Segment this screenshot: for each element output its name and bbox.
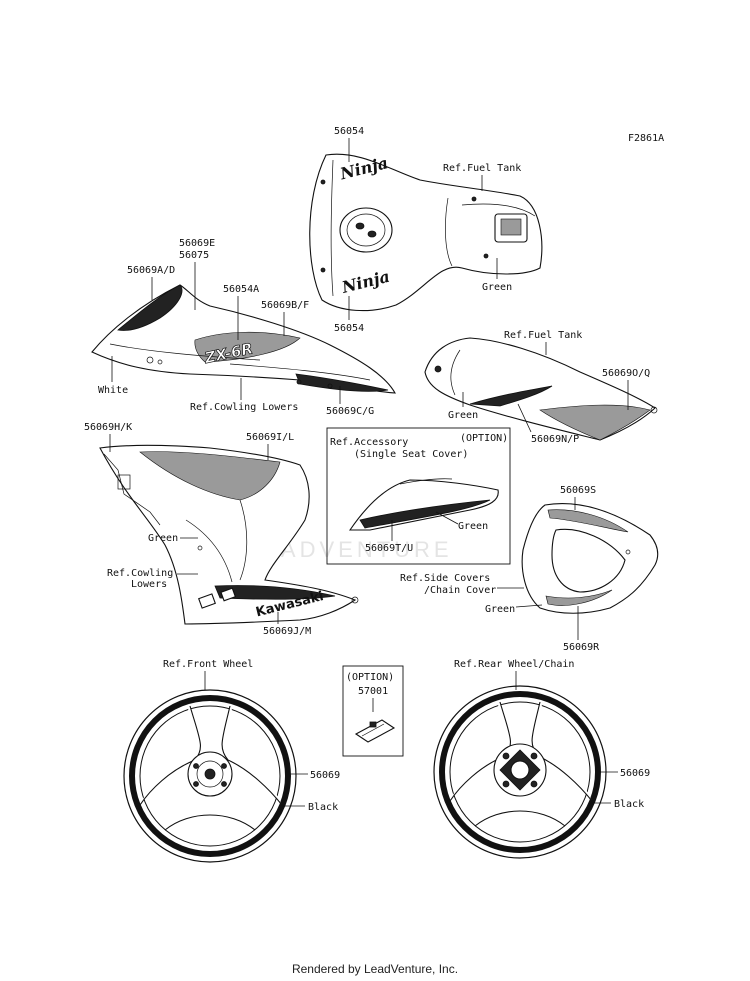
label-57001: 57001 <box>358 686 388 697</box>
label-56069np: 56069N/P <box>531 434 579 445</box>
label-56069il: 56069I/L <box>246 432 294 443</box>
label-green-tank: Green <box>482 282 512 293</box>
label-56069oq: 56069O/Q <box>602 368 650 379</box>
label-56069cg: 56069C/G <box>326 406 374 417</box>
rear-wheel-illustration <box>433 685 607 859</box>
label-56069bf: 56069B/F <box>261 300 309 311</box>
label-56069jm: 56069J/M <box>263 626 311 637</box>
label-56069s: 56069S <box>560 485 596 496</box>
label-green-seat: Green <box>458 521 488 532</box>
label-green-tank2: Green <box>448 410 478 421</box>
label-56069r: 56069R <box>563 642 600 653</box>
label-56069hk: 56069H/K <box>84 422 132 433</box>
label-single-seat-cover: (Single Seat Cover) <box>354 449 468 460</box>
label-56075: 56075 <box>179 250 209 261</box>
label-black-front: Black <box>308 802 338 813</box>
label-ref-fuel-tank-2: Ref.Fuel Tank <box>504 330 582 341</box>
label-56054-top: 56054 <box>334 126 364 137</box>
label-white: White <box>98 385 128 396</box>
label-ref-cowling-lowers-2b: Lowers <box>131 579 167 590</box>
seat-cover-illustration <box>348 478 499 531</box>
fuel-tank-illustration: Ninja Ninja <box>309 153 543 312</box>
label-56069ad: 56069A/D <box>127 265 175 276</box>
figure-code: F2861A <box>628 133 664 144</box>
label-ref-front-wheel: Ref.Front Wheel <box>163 659 253 670</box>
label-56069tu: 56069T/U <box>365 543 413 554</box>
label-ref-cowling-lowers-1: Ref.Cowling Lowers <box>190 402 298 413</box>
tool-57001-illustration <box>354 719 396 743</box>
footer-credit: Rendered by LeadVenture, Inc. <box>291 962 459 976</box>
label-black-rear: Black <box>614 799 644 810</box>
label-green-side: Green <box>485 604 515 615</box>
label-56069-rear: 56069 <box>620 768 650 779</box>
label-56054-bottom: 56054 <box>334 323 364 334</box>
front-wheel-illustration <box>123 689 297 863</box>
seat-cowl-illustration <box>521 503 659 614</box>
tank-side-illustration <box>424 337 658 441</box>
option-box-seat-cover <box>326 427 511 565</box>
label-ref-rear-wheel: Ref.Rear Wheel/Chain <box>454 659 574 670</box>
label-chain-cover: /Chain Cover <box>424 585 496 596</box>
label-option-2: (OPTION) <box>346 672 394 683</box>
label-ref-side-covers: Ref.Side Covers <box>400 573 490 584</box>
label-56069e: 56069E <box>179 238 215 249</box>
label-green-cowl: Green <box>148 533 178 544</box>
label-ref-fuel-tank-1: Ref.Fuel Tank <box>443 163 521 174</box>
label-ref-accessory: Ref.Accessory <box>330 437 408 448</box>
upper-cowl-illustration: ZX-6R <box>91 284 396 394</box>
label-option-1: (OPTION) <box>460 433 508 444</box>
side-cowl-illustration: Kawasaki <box>99 444 359 625</box>
label-56069-front: 56069 <box>310 770 340 781</box>
option-box-57001 <box>342 665 404 757</box>
label-ref-cowling-lowers-2a: Ref.Cowling <box>107 568 173 579</box>
label-56054a: 56054A <box>223 284 259 295</box>
